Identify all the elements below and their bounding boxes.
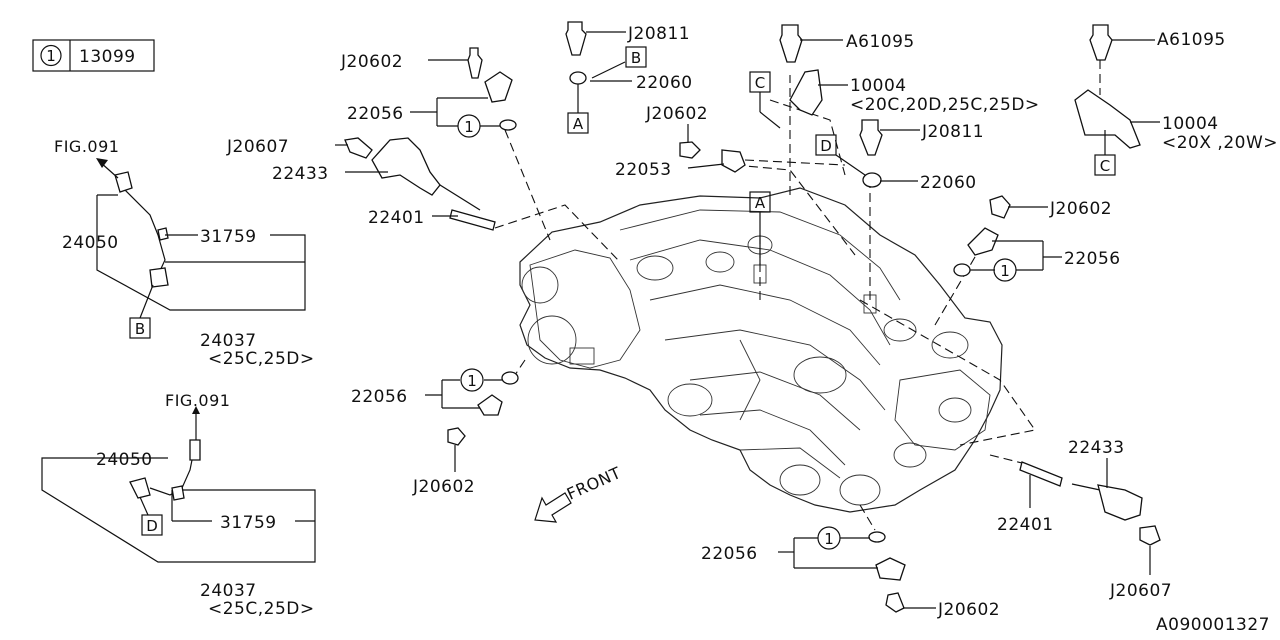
label-22056-bottom: 22056 xyxy=(701,544,758,564)
label-10004-note-1: <20C,20D,25C,25D> xyxy=(850,95,1040,115)
label-j20811-top: J20811 xyxy=(627,24,690,44)
circle-ref-right: 1 xyxy=(1000,262,1010,280)
circle-ref-top: 1 xyxy=(464,118,474,136)
part-sketches xyxy=(114,21,1161,613)
box-d-left: D xyxy=(146,517,158,535)
label-j20811-mid: J20811 xyxy=(921,122,984,142)
label-j20602-bottom: J20602 xyxy=(937,600,1000,620)
label-a61095-2: A61095 xyxy=(1157,30,1226,50)
label-10004-note-2: <20X ,20W> xyxy=(1162,133,1278,153)
drawing-number: A090001327 xyxy=(1156,615,1270,635)
reference-circles: 1 1 1 1 xyxy=(457,114,1017,550)
label-j20602-top: J20602 xyxy=(340,52,403,72)
box-d-mid: D xyxy=(820,137,832,155)
leader-lines xyxy=(41,31,1160,609)
label-j20602-right: J20602 xyxy=(1049,199,1112,219)
circle-ref-left: 1 xyxy=(467,372,477,390)
label-22056-right: 22056 xyxy=(1064,249,1121,269)
label-22060-top: 22060 xyxy=(636,73,693,93)
label-22433-right: 22433 xyxy=(1068,438,1125,458)
label-31759-a: 31759 xyxy=(200,227,257,247)
letter-boxes: B D B A A C C D xyxy=(129,46,1116,536)
box-b-left: B xyxy=(135,320,145,338)
label-24037-b: 24037 xyxy=(200,581,257,601)
label-22401-left: 22401 xyxy=(368,208,425,228)
engine-block xyxy=(519,187,1003,513)
box-c-right: C xyxy=(1100,157,1110,175)
label-22401-right: 22401 xyxy=(997,515,1054,535)
label-note-a: <25C,25D> xyxy=(208,349,315,369)
label-fig091-b: FIG.091 xyxy=(165,391,230,410)
label-10004-1: 10004 xyxy=(850,76,907,96)
label-a61095-1: A61095 xyxy=(846,32,915,52)
legend-circle-number: 1 xyxy=(46,47,56,65)
legend-part-number: 13099 xyxy=(79,47,136,67)
box-a-mid: A xyxy=(755,194,766,212)
legend-box: 1 13099 xyxy=(32,39,155,72)
dashed-leaders xyxy=(494,60,1101,531)
label-j20607-right: J20607 xyxy=(1109,581,1172,601)
box-b-top: B xyxy=(631,49,641,67)
label-22060-mid: 22060 xyxy=(920,173,977,193)
label-24050-a: 24050 xyxy=(62,233,119,253)
label-24037-a: 24037 xyxy=(200,331,257,351)
label-22433-left: 22433 xyxy=(272,164,329,184)
label-22056-left: 22056 xyxy=(351,387,408,407)
label-j20602-mid: J20602 xyxy=(645,104,708,124)
label-10004-2: 10004 xyxy=(1162,114,1219,134)
box-c-mid: C xyxy=(755,74,765,92)
label-note-b: <25C,25D> xyxy=(208,599,315,619)
label-j20607-left: J20607 xyxy=(226,137,289,157)
box-a-top: A xyxy=(573,115,584,133)
label-24050-b: 24050 xyxy=(96,450,153,470)
circle-ref-bottom: 1 xyxy=(824,530,834,548)
label-j20602-left: J20602 xyxy=(412,477,475,497)
label-22056-top: 22056 xyxy=(347,104,404,124)
label-front: FRONT xyxy=(564,463,624,504)
part-labels: J20602 22056 J20607 22433 22401 FIG.091 … xyxy=(54,24,1278,635)
label-22053: 22053 xyxy=(615,160,672,180)
label-31759-b: 31759 xyxy=(220,513,277,533)
label-fig091-a: FIG.091 xyxy=(54,137,119,156)
